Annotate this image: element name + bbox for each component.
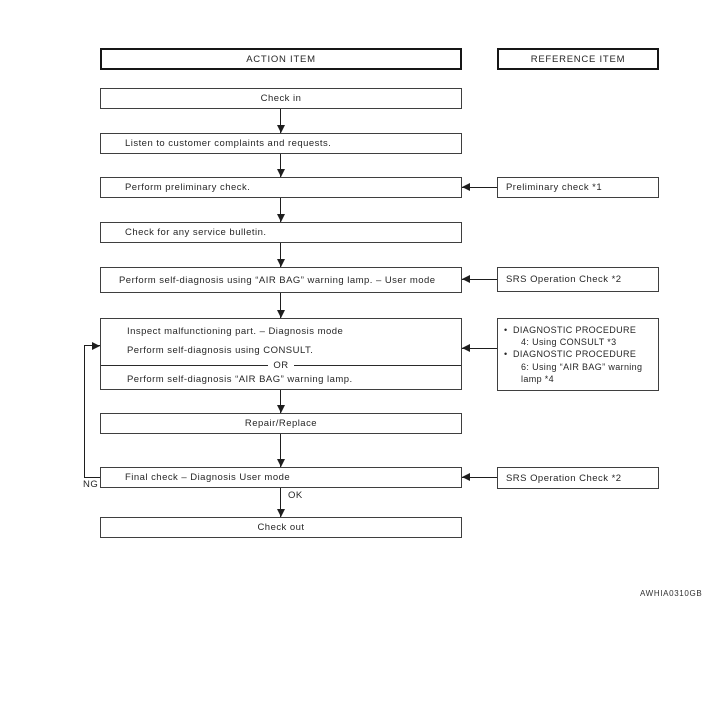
diagnostic-item-1: • DIAGNOSTIC PROCEDURE 4: Using CONSULT …	[504, 324, 653, 348]
or-divider-line-right	[293, 365, 462, 366]
ng-loop-vertical-line	[84, 345, 85, 478]
diagnostic-item-2: • DIAGNOSTIC PROCEDURE 6: Using “AIR BAG…	[504, 348, 653, 385]
node-repair-replace: Repair/Replace	[100, 413, 462, 434]
flow-arrow-finalcheck-checkout	[276, 488, 285, 517]
flow-arrow-selfdiag-inspect	[276, 293, 285, 318]
node-check-in: Check in	[100, 88, 462, 109]
flow-arrow-inspect-repair	[276, 390, 285, 413]
ref-srs-operation-check-2: SRS Operation Check *2	[497, 467, 659, 489]
flow-arrow-listen-preliminary	[276, 154, 285, 177]
node-check-out: Check out	[100, 517, 462, 538]
inspect-line-3: Perform self-diagnosis “AIR BAG” warning…	[127, 374, 353, 385]
diagnostic-item-1-title: DIAGNOSTIC PROCEDURE	[513, 325, 637, 335]
node-inspect-diagnosis: Inspect malfunctioning part. – Diagnosis…	[100, 318, 462, 390]
reference-arrow-diagnostic	[462, 344, 497, 352]
inspect-line-1: Inspect malfunctioning part. – Diagnosis…	[127, 326, 344, 337]
ng-label: NG	[83, 479, 99, 490]
ref-srs-operation-check-1: SRS Operation Check *2	[497, 267, 659, 292]
node-service-bulletin: Check for any service bulletin.	[100, 222, 462, 243]
inspect-line-2: Perform self-diagnosis using CONSULT.	[127, 345, 314, 356]
flow-arrow-checkin-listen	[276, 109, 285, 133]
bullet-icon: •	[504, 325, 508, 335]
diagnostic-item-1-detail: 4: Using CONSULT *3	[521, 337, 617, 348]
bullet-icon: •	[504, 349, 508, 360]
node-self-diagnosis-user-mode: Perform self-diagnosis using “AIR BAG” w…	[100, 267, 462, 293]
ref-preliminary-check: Preliminary check *1	[497, 177, 659, 198]
flow-arrow-preliminary-bulletin	[276, 198, 285, 222]
ok-label: OK	[288, 490, 303, 501]
reference-arrow-srs-2	[462, 473, 497, 481]
or-divider: OR	[101, 360, 462, 371]
node-listen-complaints: Listen to customer complaints and reques…	[100, 133, 462, 154]
node-preliminary-check: Perform preliminary check.	[100, 177, 462, 198]
figure-code: AWHIA0310GB	[640, 589, 703, 598]
reference-item-header: REFERENCE ITEM	[497, 48, 659, 70]
flow-arrow-bulletin-selfdiag	[276, 243, 285, 267]
ref-diagnostic-procedures: • DIAGNOSTIC PROCEDURE 4: Using CONSULT …	[497, 318, 659, 391]
node-final-check: Final check – Diagnosis User mode	[100, 467, 462, 488]
flow-arrow-repair-finalcheck	[276, 434, 285, 467]
or-divider-line-left	[101, 365, 269, 366]
ng-loop-arrow	[84, 341, 100, 350]
action-item-header: ACTION ITEM	[100, 48, 462, 70]
ng-loop-bottom-line	[84, 477, 100, 478]
reference-arrow-srs-1	[462, 275, 497, 283]
or-label: OR	[273, 360, 289, 371]
diagnostic-item-2-title: DIAGNOSTIC PROCEDURE	[513, 349, 637, 360]
diagnostic-item-2-detail: 6: Using “AIR BAG” warning lamp *4	[521, 361, 643, 384]
reference-arrow-preliminary	[462, 183, 497, 191]
